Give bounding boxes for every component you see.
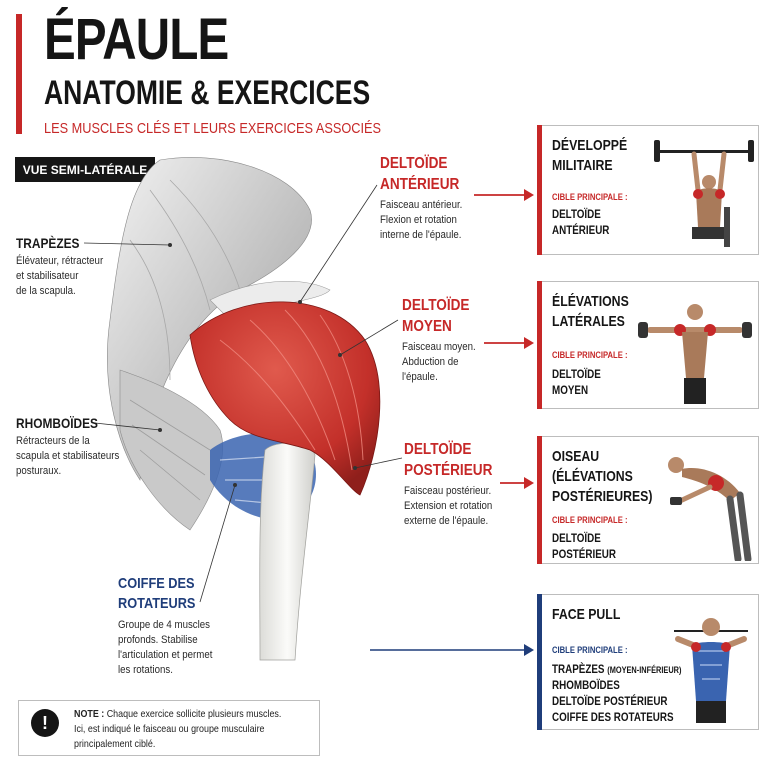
card-facepull-cible: CIBLE PRINCIPALE : xyxy=(552,645,628,655)
label-rhomboides-desc-2: scapula et stabilisateurs xyxy=(16,450,120,462)
card-oiseau-name: OISEAU (ÉLÉVATIONS POSTÉRIEURES) xyxy=(552,447,652,507)
label-coiffe: COIFFE DES ROTATEURS Groupe de 4 muscles… xyxy=(118,574,225,678)
label-coiffe-title-1: COIFFE DES xyxy=(118,575,195,592)
page-subtitle: ANATOMIE & EXERCICES xyxy=(44,74,371,112)
card-oiseau-name-2: (ÉLÉVATIONS xyxy=(552,468,633,485)
exercise-card-elevations-laterales: ÉLÉVATIONS LATÉRALES CIBLE PRINCIPALE : … xyxy=(537,281,759,409)
label-rhomboides-desc-3: posturaux. xyxy=(16,465,62,477)
card-oiseau-target-2: POSTÉRIEUR xyxy=(552,547,616,561)
card-elevations-cible: CIBLE PRINCIPALE : xyxy=(552,350,628,360)
note-text-1: Chaque exercice sollicite plusieurs musc… xyxy=(106,708,282,720)
label-anterieur-desc-3: interne de l'épaule. xyxy=(380,229,462,241)
label-deltoide-moyen: DELTOÏDE MOYEN Faisceau moyen. Abduction… xyxy=(402,295,486,385)
label-deltoide-anterieur: DELTOÏDE ANTÉRIEUR Faisceau antérieur. F… xyxy=(380,153,474,243)
label-deltoide-posterieur: DELTOÏDE POSTÉRIEUR Faisceau postérieur.… xyxy=(404,439,508,529)
label-posterieur-desc-1: Faisceau postérieur. xyxy=(404,485,492,497)
note-text-3: principalement ciblé. xyxy=(74,738,156,750)
label-trapezes-desc-2: et stabilisateur xyxy=(16,270,79,282)
label-posterieur-desc-2: Extension et rotation xyxy=(404,500,493,512)
card-facepull-target-1-note: (MOYEN-INFÉRIEUR) xyxy=(607,665,682,675)
lateral-raise-figure-icon xyxy=(638,304,752,404)
card-accent-edge xyxy=(537,594,542,730)
label-posterieur-desc-3: externe de l'épaule. xyxy=(404,515,489,527)
card-facepull-target-3: DELTOÏDE POSTÉRIEUR xyxy=(552,694,668,708)
card-facepull-target-1-main: TRAPÈZES xyxy=(552,662,605,676)
card-developpe-name: DÉVELOPPÉ MILITAIRE xyxy=(552,136,627,176)
label-rhomboides-title: RHOMBOÏDES xyxy=(16,415,98,431)
note-text-2: Ici, est indiqué le faisceau ou groupe m… xyxy=(74,723,265,735)
card-facepull-target-4: COIFFE DES ROTATEURS xyxy=(552,710,674,724)
label-trapezes: TRAPÈZES Élévateur, rétracteur et stabil… xyxy=(16,234,115,299)
label-anterieur-title-2: ANTÉRIEUR xyxy=(380,176,460,193)
card-oiseau-name-3: POSTÉRIEURES) xyxy=(552,488,653,505)
exercise-card-face-pull: FACE PULL CIBLE PRINCIPALE : TRAPÈZES (M… xyxy=(537,594,759,730)
exclamation-icon: ! xyxy=(31,709,59,737)
label-trapezes-desc-1: Élévateur, rétracteur xyxy=(16,255,104,267)
card-developpe-target-1: DELTOÏDE xyxy=(552,207,601,221)
card-oiseau-target-1: DELTOÏDE xyxy=(552,531,601,545)
card-accent-edge xyxy=(537,281,542,409)
exercise-card-developpe-militaire: DÉVELOPPÉ MILITAIRE CIBLE PRINCIPALE : D… xyxy=(537,125,759,255)
note-text: NOTE : Chaque exercice sollicite plusieu… xyxy=(74,707,321,752)
card-facepull-name: FACE PULL xyxy=(552,606,621,623)
label-coiffe-desc-1: Groupe de 4 muscles xyxy=(118,619,211,631)
view-badge: VUE SEMI-LATÉRALE xyxy=(15,157,155,182)
card-developpe-target-2: ANTÉRIEUR xyxy=(552,223,610,237)
card-developpe-cible: CIBLE PRINCIPALE : xyxy=(552,192,628,202)
label-posterieur-title-1: DELTOÏDE xyxy=(404,441,472,458)
face-pull-figure-icon xyxy=(674,618,748,723)
label-moyen-desc-1: Faisceau moyen. xyxy=(402,341,476,353)
card-elevations-name: ÉLÉVATIONS LATÉRALES xyxy=(552,292,629,332)
title-accent-bar xyxy=(16,14,22,134)
page-title: ÉPAULE xyxy=(44,7,229,72)
card-developpe-name-1: DÉVELOPPÉ xyxy=(552,137,628,154)
card-oiseau-cible: CIBLE PRINCIPALE : xyxy=(552,515,628,525)
label-moyen-title-1: DELTOÏDE xyxy=(402,297,470,314)
label-coiffe-desc-3: l'articulation et permet xyxy=(118,649,213,661)
card-elevations-target-2: MOYEN xyxy=(552,383,589,397)
label-coiffe-desc-4: les rotations. xyxy=(118,664,173,676)
label-moyen-title-2: MOYEN xyxy=(402,318,452,335)
exercise-card-oiseau: OISEAU (ÉLÉVATIONS POSTÉRIEURES) CIBLE P… xyxy=(537,436,759,564)
shoulder-anatomy-illustration xyxy=(107,157,381,661)
label-rhomboides: RHOMBOÏDES Rétracteurs de la scapula et … xyxy=(16,414,133,479)
card-developpe-name-2: MILITAIRE xyxy=(552,157,613,174)
card-facepull-target-2: RHOMBOÏDES xyxy=(552,678,620,692)
label-trapezes-title: TRAPÈZES xyxy=(16,235,80,251)
label-moyen-desc-2: Abduction de xyxy=(402,356,459,368)
label-anterieur-desc-2: Flexion et rotation xyxy=(380,214,457,226)
page-tagline: LES MUSCLES CLÉS ET LEURS EXERCICES ASSO… xyxy=(44,120,382,137)
label-anterieur-desc-1: Faisceau antérieur. xyxy=(380,199,463,211)
overhead-press-figure-icon xyxy=(654,140,754,247)
label-posterieur-title-2: POSTÉRIEUR xyxy=(404,462,493,479)
label-coiffe-desc-2: profonds. Stabilise xyxy=(118,634,198,646)
label-trapezes-desc-3: de la scapula. xyxy=(16,285,76,297)
card-elevations-name-1: ÉLÉVATIONS xyxy=(552,293,629,310)
label-rhomboides-desc-1: Rétracteurs de la xyxy=(16,435,90,447)
rear-delt-fly-figure-icon xyxy=(668,457,752,561)
label-anterieur-title-1: DELTOÏDE xyxy=(380,155,448,172)
card-accent-edge xyxy=(537,125,542,255)
note-bold-label: NOTE : xyxy=(74,708,105,720)
label-coiffe-title-2: ROTATEURS xyxy=(118,595,196,612)
card-oiseau-name-1: OISEAU xyxy=(552,448,600,465)
label-moyen-desc-3: l'épaule. xyxy=(402,371,438,383)
card-elevations-name-2: LATÉRALES xyxy=(552,313,625,330)
card-accent-edge xyxy=(537,436,542,564)
note-box: ! NOTE : Chaque exercice sollicite plusi… xyxy=(18,700,320,756)
card-elevations-target-1: DELTOÏDE xyxy=(552,367,601,381)
card-facepull-target-1: TRAPÈZES (MOYEN-INFÉRIEUR) xyxy=(552,661,681,678)
